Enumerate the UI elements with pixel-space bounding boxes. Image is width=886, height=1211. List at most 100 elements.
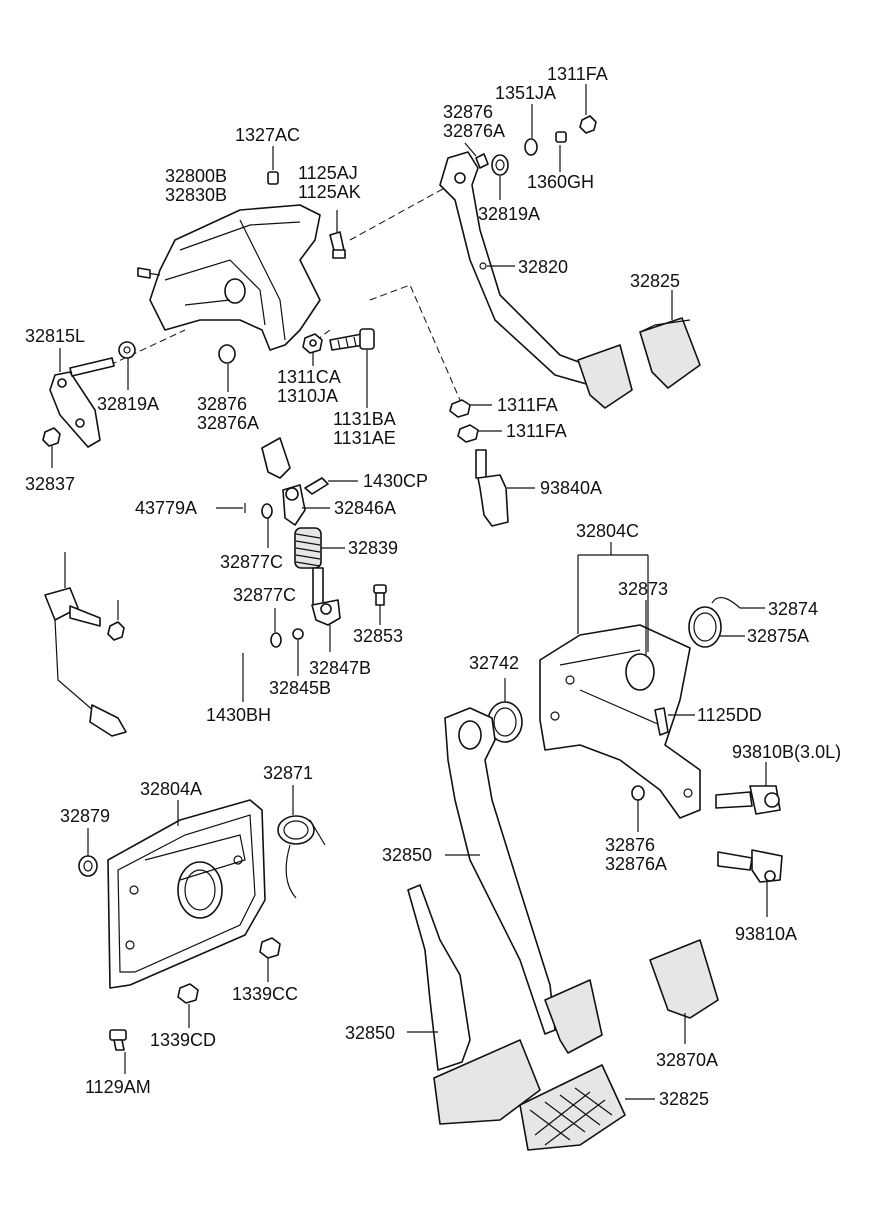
part-label: 32847B bbox=[309, 658, 371, 678]
pedal-pad-32870a bbox=[649, 939, 719, 1019]
brake-pedal-arm-32850 bbox=[407, 884, 471, 1071]
part-label: 1430CP bbox=[363, 471, 428, 491]
part-label: 1125AJ bbox=[298, 163, 358, 183]
part-label: 32815L bbox=[25, 326, 85, 346]
part-label: 32877C bbox=[233, 585, 296, 605]
brake-pedal-bracket bbox=[139, 204, 321, 351]
nut-1339cc bbox=[259, 937, 281, 959]
part-label: 93840A bbox=[540, 478, 602, 498]
part-labels: 1311FA 1351JA 32876 32876A 1327AC 1125AJ… bbox=[25, 64, 841, 1109]
part-label: 1125DD bbox=[697, 705, 762, 725]
part-label: 1311FA bbox=[547, 64, 608, 84]
clevis-32847b bbox=[311, 599, 341, 626]
nut-1339cd bbox=[177, 983, 199, 1004]
part-label: 43779A bbox=[135, 498, 197, 518]
clutch-pedal-arm-32850 bbox=[444, 707, 556, 1035]
bushing-32876-top bbox=[475, 153, 489, 169]
part-label: 1131BA bbox=[333, 409, 396, 429]
part-label: 32830B bbox=[165, 185, 227, 205]
washer-32877c-1 bbox=[261, 503, 273, 519]
part-label: 1129AM bbox=[85, 1077, 151, 1097]
bracket-32804a bbox=[107, 799, 266, 989]
clevis-32846a-upper bbox=[261, 437, 291, 479]
part-label: 32819A bbox=[97, 394, 159, 414]
alignment-line bbox=[109, 329, 186, 366]
clutch-bracket-32804c bbox=[539, 624, 701, 819]
part-label: 32845B bbox=[269, 678, 331, 698]
washer-32879 bbox=[78, 855, 98, 877]
pedal-pad-32825-top bbox=[639, 317, 701, 389]
part-label: 32873 bbox=[618, 579, 668, 599]
washer-32877c-2 bbox=[270, 632, 282, 648]
nut-32837 bbox=[42, 427, 61, 447]
part-label: 1351JA bbox=[495, 83, 556, 103]
part-label: 32876A bbox=[605, 854, 667, 874]
leader-lines bbox=[51, 84, 768, 1100]
bracket-stud-bolt bbox=[137, 267, 151, 279]
part-label: 32804A bbox=[140, 779, 202, 799]
part-label: 32877C bbox=[220, 552, 283, 572]
bushing-32876-mid bbox=[218, 344, 236, 364]
part-label: 32850 bbox=[345, 1023, 395, 1043]
part-label: 32879 bbox=[60, 806, 110, 826]
nut-1311fa-mid1 bbox=[449, 399, 471, 418]
part-label: 32837 bbox=[25, 474, 75, 494]
part-label: 32800B bbox=[165, 166, 227, 186]
nut-1327ac bbox=[267, 171, 279, 185]
part-label: 1360GH bbox=[527, 172, 594, 192]
part-label: 1430BH bbox=[206, 705, 271, 725]
part-label: 1339CD bbox=[150, 1030, 216, 1050]
part-label: 32876 bbox=[197, 394, 247, 414]
part-label: 32804C bbox=[576, 521, 639, 541]
part-label: 32819A bbox=[478, 204, 540, 224]
spring-32839 bbox=[294, 527, 322, 569]
part-label: 32875A bbox=[747, 626, 809, 646]
rod-32839 bbox=[312, 567, 324, 607]
bolt-1129am bbox=[109, 1029, 127, 1051]
part-label: 32853 bbox=[353, 626, 403, 646]
nut-1311fa-top bbox=[579, 115, 597, 134]
clip-32874 bbox=[711, 597, 741, 609]
part-label: 93810B(3.0L) bbox=[732, 742, 841, 762]
bolt-1131ba bbox=[329, 328, 375, 351]
part-label: 32839 bbox=[348, 538, 398, 558]
part-label: 32874 bbox=[768, 599, 818, 619]
nut-1311fa-mid2 bbox=[457, 424, 479, 443]
bolt-1430cp bbox=[304, 477, 329, 495]
pin-32819a bbox=[69, 341, 136, 377]
stop-lamp-switch-93840a bbox=[475, 449, 509, 527]
part-label: 32846A bbox=[334, 498, 396, 518]
bolt-1125aj bbox=[329, 231, 346, 259]
part-label: 1311CA bbox=[277, 367, 341, 387]
part-label: 1131AE bbox=[333, 428, 396, 448]
lever-32815l bbox=[49, 371, 101, 448]
brake-pedal-pad-32820 bbox=[577, 344, 633, 409]
part-label: 1339CC bbox=[232, 984, 298, 1004]
part-label: 32876A bbox=[443, 121, 505, 141]
part-label: 32850 bbox=[382, 845, 432, 865]
alignment-line bbox=[369, 284, 461, 401]
washer-1351ja bbox=[524, 138, 538, 156]
bolt-1125dd bbox=[654, 707, 669, 736]
part-label: 1311FA bbox=[497, 395, 558, 415]
part-label: 1310JA bbox=[277, 386, 338, 406]
clevis-32846a bbox=[282, 484, 306, 526]
part-label: 32876A bbox=[197, 413, 259, 433]
nut-1311ca bbox=[302, 333, 323, 354]
part-label: 32876 bbox=[443, 102, 493, 122]
washer-32819a-top bbox=[491, 154, 509, 176]
part-label: 1125AK bbox=[298, 182, 361, 202]
sensor-harness bbox=[44, 552, 127, 737]
part-label: 32820 bbox=[518, 257, 568, 277]
part-label: 32825 bbox=[659, 1089, 709, 1109]
pedal-pad-32825-low bbox=[519, 1064, 626, 1151]
nut-1360gh bbox=[555, 131, 567, 143]
switch-93810a bbox=[717, 849, 783, 883]
part-label: 32742 bbox=[469, 653, 519, 673]
part-label: 1311FA bbox=[506, 421, 567, 441]
alignment-line bbox=[349, 184, 451, 241]
part-label: 1327AC bbox=[235, 125, 300, 145]
part-label: 32876 bbox=[605, 835, 655, 855]
